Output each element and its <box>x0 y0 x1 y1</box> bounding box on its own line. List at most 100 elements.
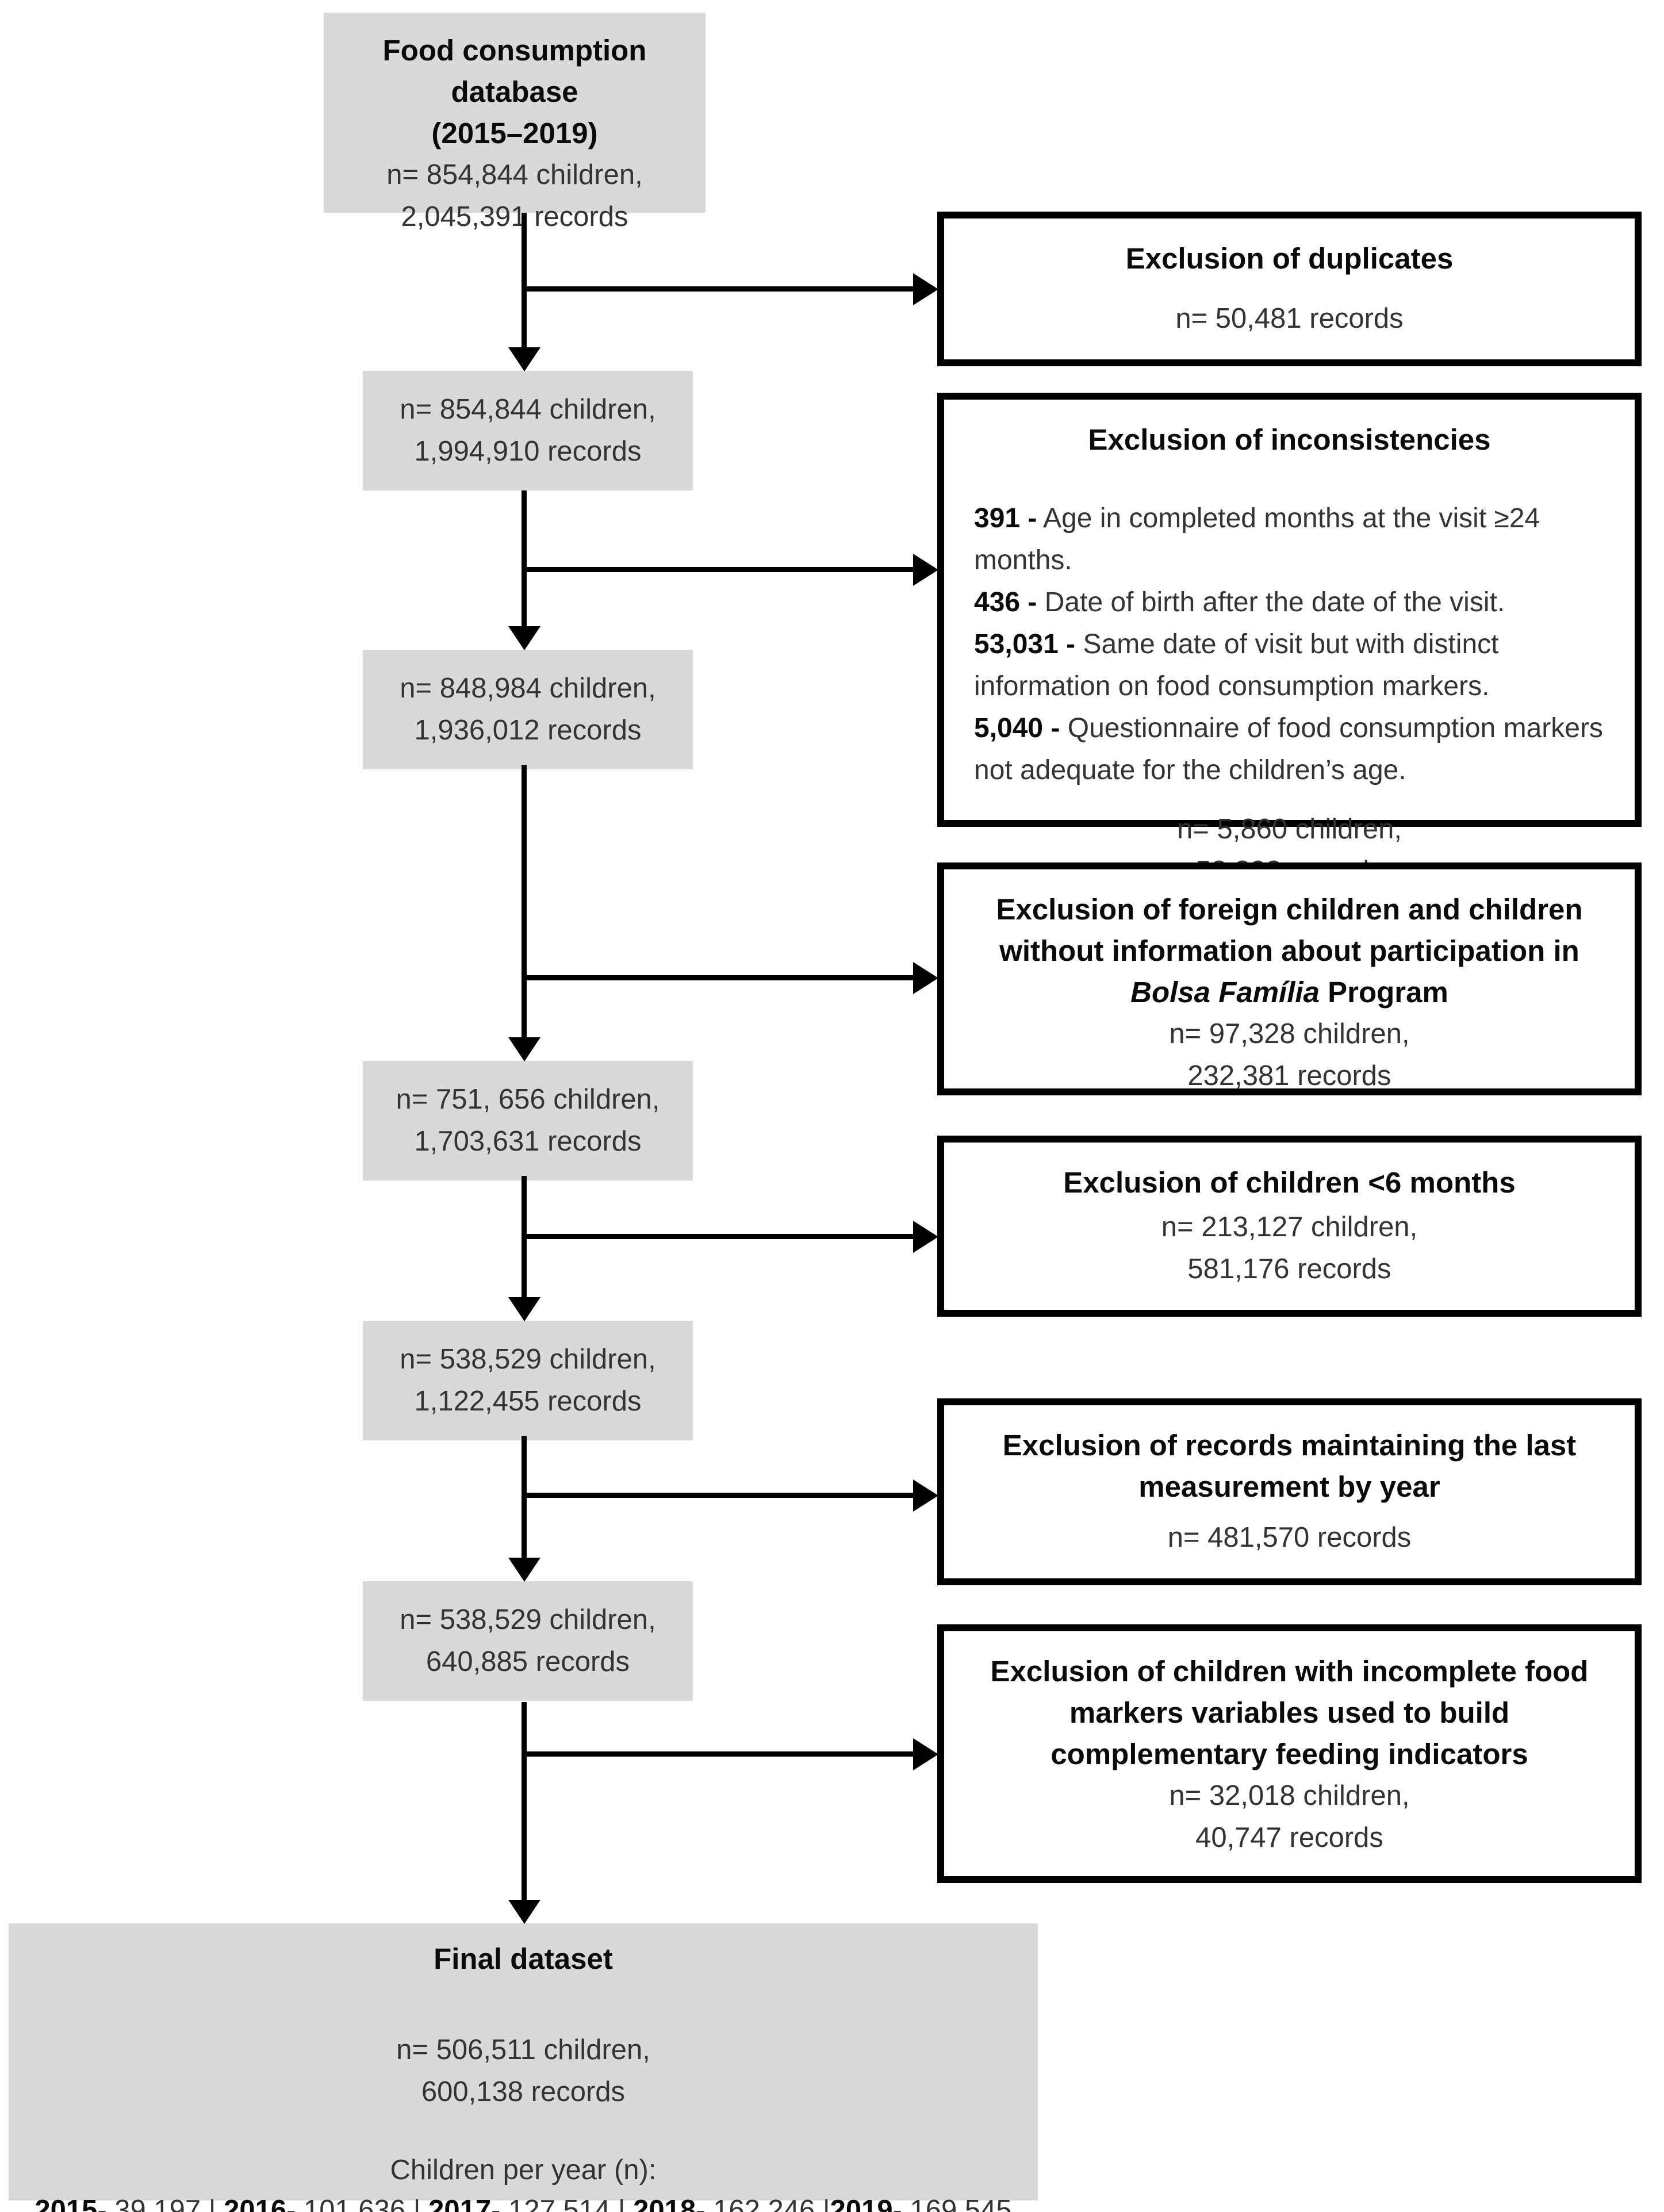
source-children-count: n= 854,844 children, <box>386 159 643 190</box>
down-arrow-line-2 <box>522 490 527 628</box>
branch-arrow-line-6 <box>524 1751 913 1757</box>
exclusion-inconsistencies-items: 391 - Age in completed months at the vis… <box>974 497 1605 791</box>
right-arrowhead-icon <box>913 1221 938 1253</box>
item-3-count: 53,031 - <box>974 629 1076 660</box>
final-dataset-box: Final dataset n= 506,511 children, 600,1… <box>9 1923 1038 2212</box>
branch-arrow-line-3 <box>524 975 913 980</box>
year-2015-value: - 39,197 | <box>97 2195 224 2212</box>
exclusion-foreign-title-program-name: Bolsa Família <box>1130 976 1320 1009</box>
down-arrowhead-icon <box>508 1037 540 1061</box>
exclusion-incomplete-children: n= 32,018 children, <box>1169 1780 1410 1811</box>
branch-arrow-line-1 <box>524 286 913 292</box>
exclusion-under6-children: n= 213,127 children, <box>1161 1212 1418 1243</box>
down-arrowhead-icon <box>508 347 540 371</box>
exclusion-box-last-measurement: Exclusion of records maintaining the las… <box>937 1398 1642 1585</box>
cohort-1-records: 1,994,910 records <box>414 436 642 467</box>
exclusion-foreign-title-pre: Exclusion of foreign children and childr… <box>996 893 1583 967</box>
children-per-year-values: 2015- 39,197 | 2016- 101,636 | 2017- 127… <box>34 2190 1011 2212</box>
cohort-1-children: n= 854,844 children, <box>400 394 656 425</box>
exclusion-incomplete-records: 40,747 records <box>1195 1822 1383 1853</box>
exclusion-foreign-title: Exclusion of foreign children and childr… <box>974 889 1605 1013</box>
exclusion-foreign-counts: n= 97,328 children, 232,381 records <box>1169 1013 1409 1097</box>
exclusion-box-incomplete-markers: Exclusion of children with incomplete fo… <box>937 1624 1642 1883</box>
cohort-5-records: 640,885 records <box>425 1646 630 1677</box>
cohort-box-5: n= 538,529 children, 640,885 records <box>363 1581 693 1701</box>
exclusion-foreign-children: n= 97,328 children, <box>1169 1018 1410 1049</box>
cohort-3-records: 1,703,631 records <box>414 1126 642 1157</box>
final-dataset-title: Final dataset <box>434 1942 613 1975</box>
down-arrow-line-6 <box>522 1702 527 1902</box>
cohort-4-records: 1,122,455 records <box>414 1386 642 1417</box>
right-arrowhead-icon <box>913 962 938 994</box>
exclusion-lastmeasure-title: Exclusion of records maintaining the las… <box>1002 1429 1577 1503</box>
branch-arrow-line-4 <box>524 1234 913 1239</box>
year-2015: 2015 <box>34 2195 98 2212</box>
exclusion-box-duplicates: Exclusion of duplicates n= 50,481 record… <box>937 212 1642 366</box>
final-dataset-counts: n= 506,511 children, 600,138 records <box>396 2029 650 2113</box>
exclusion-incomplete-counts: n= 32,018 children, 40,747 records <box>1169 1775 1409 1859</box>
item-2-count: 436 - <box>974 587 1037 618</box>
exclusion-under6-records: 581,176 records <box>1187 1253 1391 1285</box>
down-arrowhead-icon <box>508 1297 540 1321</box>
cohort-3-children: n= 751, 656 children, <box>396 1084 660 1115</box>
down-arrowhead-icon <box>508 1900 540 1924</box>
year-2019-value: - 169,545 <box>892 2195 1012 2212</box>
year-2017: 2017 <box>428 2195 492 2212</box>
exclusion-duplicates-title: Exclusion of duplicates <box>1125 242 1454 275</box>
right-arrowhead-icon <box>913 1479 938 1512</box>
source-title-line1: Food consumption database <box>382 34 647 108</box>
branch-arrow-line-2 <box>524 567 913 572</box>
final-records-count: 600,138 records <box>421 2076 626 2107</box>
cohort-box-2: n= 848,984 children, 1,936,012 records <box>363 650 693 769</box>
year-2018: 2018 <box>633 2195 696 2212</box>
cohort-5-children: n= 538,529 children, <box>400 1604 656 1635</box>
down-arrow-line-3 <box>522 765 527 1040</box>
branch-arrow-line-5 <box>524 1493 913 1498</box>
exclusion-duplicates-count: n= 50,481 records <box>1175 303 1404 334</box>
final-children-count: n= 506,511 children, <box>396 2034 650 2065</box>
exclusion-box-under-6-months: Exclusion of children <6 months n= 213,1… <box>937 1136 1642 1317</box>
year-2016: 2016 <box>224 2195 287 2212</box>
cohort-4-children: n= 538,529 children, <box>400 1344 656 1375</box>
cohort-2-records: 1,936,012 records <box>414 715 642 746</box>
exclusion-incomplete-title: Exclusion of children with incomplete fo… <box>990 1655 1589 1770</box>
year-2018-value: - 162,246 | <box>696 2195 830 2212</box>
down-arrow-line-5 <box>522 1436 527 1560</box>
source-records-count: 2,045,391 records <box>401 201 628 232</box>
year-2017-value: - 127,514 | <box>491 2195 634 2212</box>
exclusion-lastmeasure-count: n= 481,570 records <box>1167 1522 1412 1553</box>
cohort-box-3: n= 751, 656 children, 1,703,631 records <box>363 1061 693 1180</box>
exclusion-box-inconsistencies: Exclusion of inconsistencies 391 - Age i… <box>937 393 1642 887</box>
item-3-text: Same date of visit but with distinct inf… <box>974 629 1499 701</box>
item-4-count: 5,040 - <box>974 713 1060 743</box>
exclusion-box-foreign-children: Exclusion of foreign children and childr… <box>937 862 1642 1095</box>
item-4: 5,040 - Questionnaire of food consumptio… <box>974 713 1603 785</box>
source-counts: n= 854,844 children, 2,045,391 records <box>386 154 642 238</box>
cohort-box-1: n= 854,844 children, 1,994,910 records <box>363 371 693 490</box>
exclusion-foreign-records: 232,381 records <box>1187 1060 1391 1091</box>
right-arrowhead-icon <box>913 554 938 586</box>
children-per-year-label: Children per year (n): <box>390 2155 657 2186</box>
item-3: 53,031 - Same date of visit but with dis… <box>974 629 1498 701</box>
exclusion-under6-counts: n= 213,127 children, 581,176 records <box>1161 1206 1417 1290</box>
exclusion-under6-title: Exclusion of children <6 months <box>1063 1166 1516 1199</box>
item-4-text: Questionnaire of food consumption marker… <box>974 713 1603 785</box>
year-2019: 2019 <box>830 2195 893 2212</box>
down-arrowhead-icon <box>508 1558 540 1582</box>
source-title: Food consumption database (2015–2019) <box>329 30 700 154</box>
year-2016-value: - 101,636 | <box>286 2195 429 2212</box>
down-arrowhead-icon <box>508 626 540 650</box>
exclusion-inconsistencies-children: n= 5,860 children, <box>1177 814 1402 845</box>
children-per-year: Children per year (n): 2015- 39,197 | 20… <box>34 2150 1011 2212</box>
exclusion-inconsistencies-title: Exclusion of inconsistencies <box>1088 423 1491 456</box>
cohort-box-4: n= 538,529 children, 1,122,455 records <box>363 1321 693 1440</box>
item-1: 391 - Age in completed months at the vis… <box>974 503 1540 576</box>
down-arrow-line-1 <box>522 213 527 350</box>
item-2: 436 - Date of birth after the date of th… <box>974 587 1505 618</box>
item-2-text: Date of birth after the date of the visi… <box>1037 587 1505 618</box>
source-title-line2: (2015–2019) <box>431 117 598 149</box>
source-box: Food consumption database (2015–2019) n=… <box>324 13 706 232</box>
item-1-text: Age in completed months at the visit ≥24… <box>974 503 1540 576</box>
right-arrowhead-icon <box>913 273 938 305</box>
